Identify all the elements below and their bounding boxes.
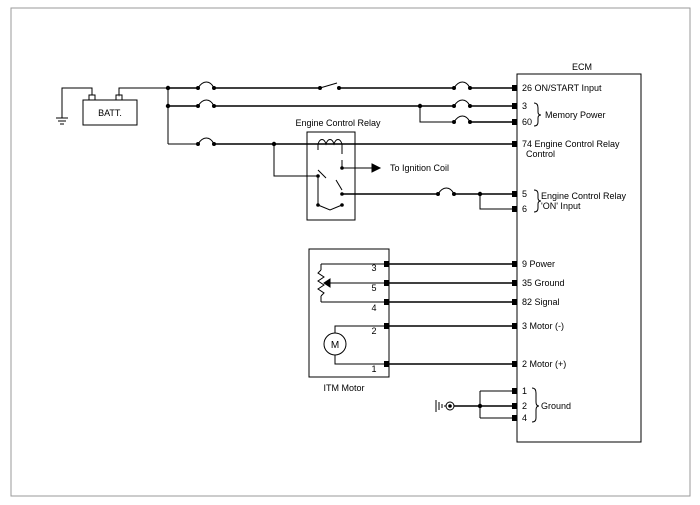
ignition-coil-label: To Ignition Coil <box>390 163 449 173</box>
wire-ground <box>435 390 513 419</box>
svg-text:4: 4 <box>371 303 376 313</box>
pin-label: 60 <box>522 117 532 127</box>
ecm-pin-labels: 26 ON/START Input 3 60 74 Engine Control… <box>522 83 620 423</box>
wire-itm-ecm <box>389 263 513 365</box>
wire-memory-power <box>168 99 513 124</box>
group-braces: Memory Power Engine Control Relay 'ON' I… <box>531 102 627 423</box>
ecm-title: ECM <box>572 62 592 72</box>
pin-label: 6 <box>522 204 527 214</box>
motor-symbol: M <box>331 340 339 351</box>
pin-label: 9 Power <box>522 259 555 269</box>
pin-label: Control <box>526 149 555 159</box>
itm-motor: ITM Motor M 3 5 4 2 1 <box>308 248 390 393</box>
battery-label: BATT. <box>98 108 122 118</box>
wire-relay-feed <box>168 137 513 177</box>
memory-power-label: Memory Power <box>545 110 606 120</box>
pin-label: 3 <box>522 101 527 111</box>
pin-label: 5 <box>522 189 527 199</box>
pin-label: 4 <box>522 413 527 423</box>
pin-label: 1 <box>522 386 527 396</box>
svg-text:1: 1 <box>371 364 376 374</box>
svg-text:5: 5 <box>371 283 376 293</box>
wire-on-start <box>168 81 513 90</box>
pin-label: 2 Motor (+) <box>522 359 566 369</box>
pin-label: 26 ON/START Input <box>522 83 602 93</box>
diagram-frame <box>10 7 691 497</box>
itm-motor-label: ITM Motor <box>323 383 364 393</box>
svg-text:2: 2 <box>371 326 376 336</box>
pin-label: 35 Ground <box>522 278 565 288</box>
pin-label: 3 Motor (-) <box>522 321 564 331</box>
pin-label: 82 Signal <box>522 297 560 307</box>
relay-on-input-label-1: Engine Control Relay <box>541 191 627 201</box>
relay-on-input-label-2: 'ON' Input <box>541 201 581 211</box>
ground-label: Ground <box>541 401 571 411</box>
svg-text:+: + <box>117 92 121 99</box>
ecm-box: ECM <box>516 62 642 443</box>
battery: - + BATT. <box>56 87 168 126</box>
engine-control-relay: Engine Control Relay To Ignition Coil <box>295 118 449 221</box>
wire-relay-on-input <box>436 187 513 210</box>
relay-label: Engine Control Relay <box>295 118 381 128</box>
pin-label: 74 Engine Control Relay <box>522 139 620 149</box>
ecm-terminals <box>512 85 517 421</box>
pin-label: 2 <box>522 401 527 411</box>
svg-text:-: - <box>91 92 94 99</box>
svg-text:3: 3 <box>371 263 376 273</box>
